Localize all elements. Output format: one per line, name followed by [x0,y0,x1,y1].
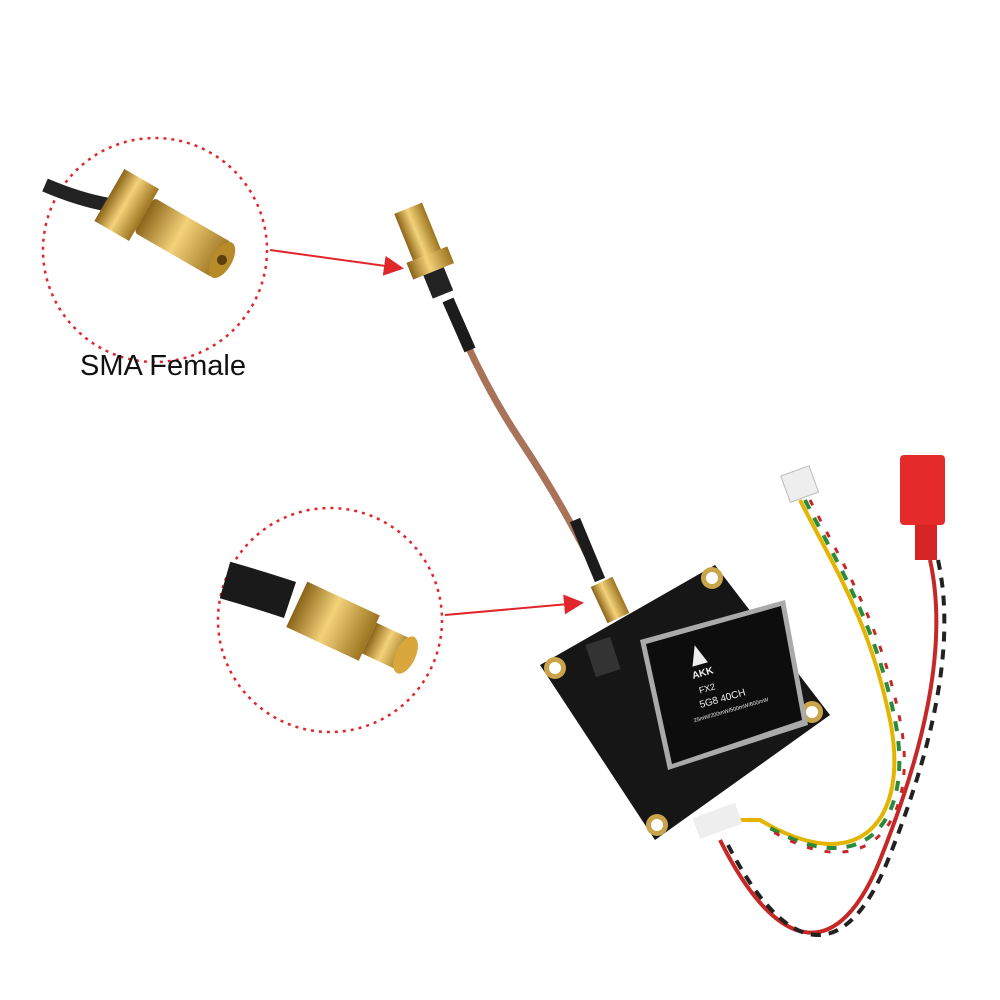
mmcx-callout-arrow [444,594,584,616]
jst-wire-red [718,559,939,935]
sma-callout-arrow [269,249,404,276]
model-text: FX2 [698,681,717,695]
uart-wire-harness [720,499,897,846]
sma-connector [394,202,455,299]
sma-callout [41,136,269,364]
mmcx-plug [590,576,630,624]
mmcx-callout [216,506,444,734]
vtx-board [540,565,830,840]
sma-female-label: SMA Female [80,350,246,382]
jst-connector [900,455,945,560]
uart-connector [780,465,820,503]
